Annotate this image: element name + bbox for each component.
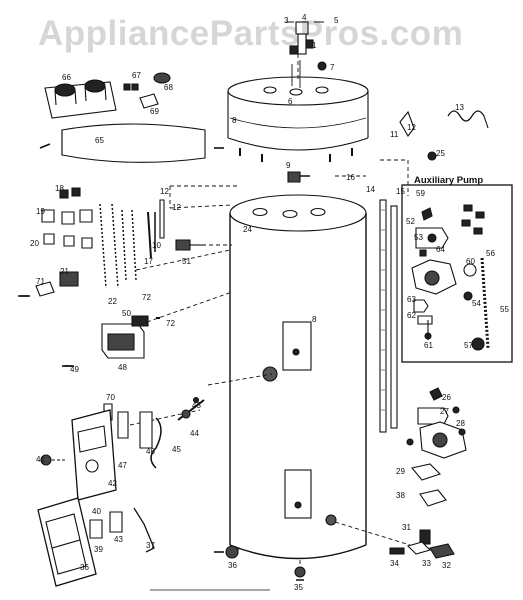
part-label: 22: [108, 297, 117, 306]
part-label: 11: [390, 130, 399, 139]
part-label: 61: [424, 341, 433, 350]
part-label: 14: [366, 185, 375, 194]
part-label: 63: [407, 295, 416, 304]
part-label: 71: [36, 277, 45, 286]
part-label: 35: [294, 583, 303, 592]
part-label: 29: [396, 467, 405, 476]
part-label: 25: [436, 149, 445, 158]
part-label: 33: [422, 559, 431, 568]
rods-14-15: [379, 199, 398, 433]
part-label: 50: [122, 309, 131, 318]
coil-13: [447, 110, 489, 129]
watermark-text: AppliancePartsPros.com: [38, 14, 464, 53]
part-label: 42: [108, 479, 117, 488]
part-label: 34: [390, 559, 399, 568]
part-label: 13: [455, 103, 464, 112]
part-label: 36: [228, 561, 237, 570]
part-label: 7: [330, 63, 335, 72]
part-label: 48: [118, 363, 127, 372]
part-label: 38: [396, 491, 405, 500]
part-label: 1: [312, 41, 317, 50]
part-label: 54: [472, 299, 481, 308]
part-label: 57: [464, 341, 473, 350]
bracket-50-72: [131, 315, 160, 327]
part-label: 15: [396, 187, 405, 196]
part-label: 37: [146, 541, 155, 550]
part-label: 36: [80, 563, 89, 572]
part-label: 40: [92, 507, 101, 516]
small-parts-67-69: [123, 72, 171, 109]
part-label: 52: [406, 217, 415, 226]
part-label: 12: [407, 123, 416, 132]
part-label: 8: [232, 116, 237, 125]
part-label: 16: [346, 173, 355, 182]
part-label: 64: [436, 245, 445, 254]
part-label: 9: [286, 161, 291, 170]
part-label: 39: [94, 545, 103, 554]
part-label: 67: [132, 71, 141, 80]
part-label: 69: [150, 107, 159, 116]
part-label: 31: [402, 523, 411, 532]
part-label: 68: [164, 83, 173, 92]
part-label: 45: [172, 445, 181, 454]
part-label: 3: [284, 16, 289, 25]
part-label: 10: [152, 241, 161, 250]
part-label: 28: [456, 419, 465, 428]
cover-66: [44, 79, 117, 119]
heat-trap-9: [287, 171, 310, 183]
part-label: 4: [302, 13, 307, 22]
auxiliary-pump-box: [401, 184, 513, 363]
part-label: 59: [416, 189, 425, 198]
screws: [20, 143, 224, 553]
part-label: 41: [36, 455, 45, 464]
part-label: 21: [60, 267, 69, 276]
wiring-group: [41, 187, 206, 289]
thermostat-48: [64, 323, 145, 367]
part-label: 5: [334, 16, 339, 25]
auxiliary-pump-title: Auxiliary Pump: [414, 175, 484, 186]
part-label: 65: [95, 136, 104, 145]
part-label: 72: [142, 293, 151, 302]
part-label: 24: [243, 225, 252, 234]
part-label: 18: [55, 184, 64, 193]
part-label: 44: [190, 429, 199, 438]
element-assembly: [103, 396, 205, 469]
part-label: 55: [500, 305, 509, 314]
part-label: 53: [414, 233, 423, 242]
top-fittings: [286, 21, 327, 88]
small-items-21-71: [18, 271, 79, 297]
main-tank: [229, 194, 367, 560]
part-label: 12: [172, 203, 181, 212]
part-label: 43: [192, 401, 201, 410]
jacket-door-42: [40, 409, 117, 501]
part-label: 62: [407, 311, 416, 320]
part-label: 17: [144, 257, 153, 266]
part-label: 60: [466, 257, 475, 266]
part-label: 56: [486, 249, 495, 258]
drain-fittings: [225, 545, 306, 581]
part-label: 26: [442, 393, 451, 402]
lower-pump-assembly: [389, 387, 467, 559]
part-label: 49: [70, 365, 79, 374]
part-label: 27: [440, 407, 449, 416]
part-label: 20: [30, 239, 39, 248]
part-label: 70: [106, 393, 115, 402]
part-label: 46: [146, 447, 155, 456]
part-label: 47: [118, 461, 127, 470]
top-insulation: [61, 123, 206, 163]
part-label: 72: [166, 319, 175, 328]
part-label: 66: [62, 73, 71, 82]
part-label: 6: [288, 97, 293, 106]
part-label: 43: [114, 535, 123, 544]
part-label: 51: [182, 257, 191, 266]
bracket-11: [399, 110, 437, 161]
part-label: 32: [442, 561, 451, 570]
part-label: 12: [160, 187, 169, 196]
part-label: 8: [312, 315, 317, 324]
top-jacket: [227, 76, 369, 162]
part-label: 19: [36, 207, 45, 216]
lower-door-36: [37, 497, 155, 587]
